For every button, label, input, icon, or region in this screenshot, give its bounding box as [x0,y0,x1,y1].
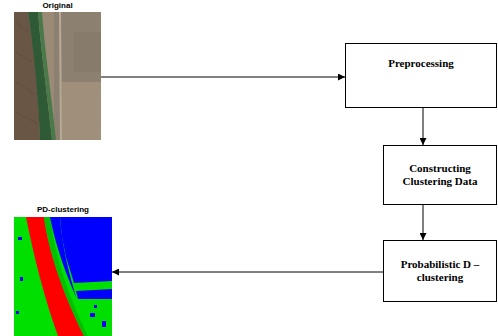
satellite-image [14,12,101,140]
arrow-connector [423,205,424,240]
node-text: Original [14,1,101,11]
arrow-connector [101,77,345,78]
node-text: Preprocessing [388,57,454,70]
node-text: Probabilistic D – clustering [390,258,490,284]
clustering-image [14,217,112,336]
process-box: Preprocessing [345,43,497,108]
process-box: Constructing Clustering Data [383,145,497,205]
image-panel: Original [14,1,101,140]
node-text: PD-clustering [14,205,112,215]
arrow-connector [423,108,424,145]
image-panel: PD-clustering [14,205,112,336]
arrow-connector [112,272,383,273]
process-box: Probabilistic D – clustering [383,240,497,302]
node-text: Constructing Clustering Data [390,162,490,188]
